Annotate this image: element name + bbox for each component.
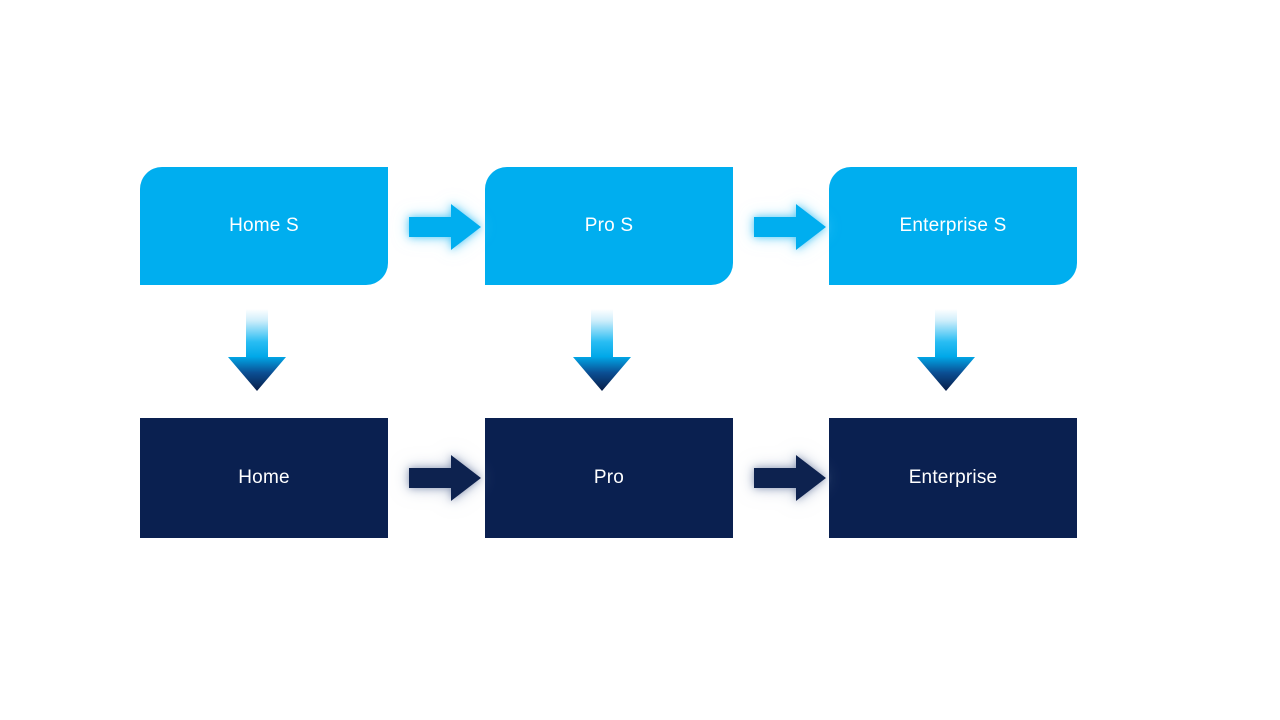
node-pro[interactable]: Pro	[485, 418, 733, 538]
node-home-s-label: Home S	[229, 214, 299, 236]
arrow-right-pro-s-to-enterprise-s	[754, 204, 826, 250]
node-enterprise-s-label: Enterprise S	[899, 214, 1007, 236]
node-home-label: Home	[238, 466, 290, 488]
arrow-down-pro-s-to-pro	[573, 309, 631, 391]
node-pro-s-label: Pro S	[584, 214, 634, 236]
arrow-down-enterprise-s-to-enterprise	[917, 309, 975, 391]
arrow-right-home-to-pro	[409, 455, 481, 501]
node-home-s[interactable]: Home S	[140, 167, 388, 285]
node-home[interactable]: Home	[140, 418, 388, 538]
arrow-right-pro-to-enterprise	[754, 455, 826, 501]
arrow-down-home-s-to-home	[228, 309, 286, 391]
node-enterprise[interactable]: Enterprise	[829, 418, 1077, 538]
node-enterprise-label: Enterprise	[908, 466, 998, 488]
arrow-right-home-s-to-pro-s	[409, 204, 481, 250]
node-pro-label: Pro	[593, 466, 625, 488]
node-pro-s[interactable]: Pro S	[485, 167, 733, 285]
node-enterprise-s[interactable]: Enterprise S	[829, 167, 1077, 285]
